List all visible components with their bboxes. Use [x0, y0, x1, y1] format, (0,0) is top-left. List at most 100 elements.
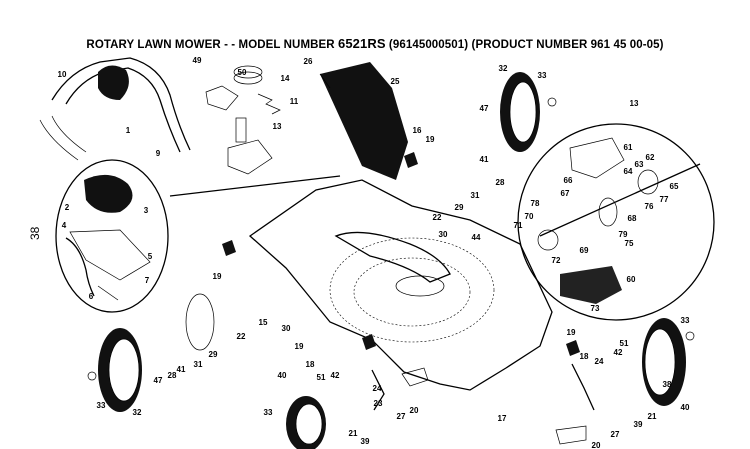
part-callout: 15 — [259, 318, 268, 327]
part-callout: 16 — [413, 126, 422, 135]
part-callout: 64 — [624, 167, 633, 176]
part-callout: 63 — [635, 160, 644, 169]
part-callout: 14 — [281, 74, 290, 83]
part-callout: 6 — [89, 292, 94, 301]
part-callout: 3 — [144, 206, 149, 215]
part-callout: 76 — [645, 202, 654, 211]
part-callout: 21 — [349, 429, 358, 438]
part-callout: 24 — [373, 384, 382, 393]
part-callout: 13 — [630, 99, 639, 108]
gearbox-detail-circle — [517, 123, 715, 321]
part-callout: 20 — [410, 406, 419, 415]
part-callout: 28 — [496, 178, 505, 187]
part-callout: 33 — [264, 408, 273, 417]
part-callout: 50 — [238, 68, 247, 77]
part-callout: 73 — [591, 304, 600, 313]
part-callout: 33 — [538, 71, 547, 80]
part-callout: 39 — [634, 420, 643, 429]
part-callout: 69 — [580, 246, 589, 255]
part-callout: 40 — [278, 371, 287, 380]
rear-wheel-bottom-right — [642, 318, 695, 406]
part-callout: 2 — [65, 203, 70, 212]
part-callout: 40 — [681, 403, 690, 412]
part-callout: 30 — [439, 230, 448, 239]
part-callout: 65 — [670, 182, 679, 191]
part-callout: 26 — [304, 57, 313, 66]
part-callout: 19 — [213, 272, 222, 281]
part-callout: 1 — [126, 126, 131, 135]
title-suffix: (96145000501) (PRODUCT NUMBER 961 45 00-… — [388, 39, 664, 51]
part-callout: 41 — [480, 155, 489, 164]
part-callout: 17 — [498, 414, 507, 423]
part-callout: 44 — [472, 233, 481, 242]
part-callout: 27 — [397, 412, 406, 421]
part-callout: 19 — [295, 342, 304, 351]
part-callout: 51 — [620, 339, 629, 348]
rear-chute — [319, 62, 408, 180]
part-callout: 47 — [480, 104, 489, 113]
part-callout: 68 — [628, 214, 637, 223]
part-callout: 9 — [156, 149, 161, 158]
part-callout: 19 — [567, 328, 576, 337]
part-callout: 39 — [361, 437, 370, 446]
title-model-number: 6521RS — [338, 36, 386, 51]
part-callout: 24 — [595, 357, 604, 366]
transmission-assembly — [169, 65, 341, 197]
part-callout: 47 — [154, 376, 163, 385]
part-callout: 79 — [619, 230, 628, 239]
part-callout: 38 — [663, 380, 672, 389]
title-prefix: ROTARY LAWN MOWER - - MODEL NUMBER — [86, 39, 335, 51]
part-callout: 66 — [564, 176, 573, 185]
part-callout: 18 — [580, 352, 589, 361]
part-callout: 60 — [627, 275, 636, 284]
height-adjusters — [222, 152, 595, 445]
part-callout: 22 — [433, 213, 442, 222]
part-callout: 11 — [290, 97, 299, 106]
part-callout: 42 — [331, 371, 340, 380]
part-callout: 42 — [614, 348, 623, 357]
part-callout: 33 — [681, 316, 690, 325]
part-callout: 71 — [514, 221, 523, 230]
upper-handle — [39, 57, 191, 161]
part-callout: 32 — [499, 64, 508, 73]
part-callout: 23 — [374, 399, 383, 408]
part-callout: 10 — [58, 70, 67, 79]
part-callout: 33 — [97, 401, 106, 410]
mower-deck — [248, 179, 553, 391]
part-callout: 28 — [168, 371, 177, 380]
part-callout: 20 — [592, 441, 601, 449]
part-callout: 22 — [237, 332, 246, 341]
part-callout: 19 — [426, 135, 435, 144]
part-callout: 70 — [525, 212, 534, 221]
part-callout: 31 — [471, 191, 480, 200]
front-wheel-middle — [286, 396, 326, 449]
bail-detail-circle — [55, 159, 169, 313]
part-callout: 7 — [145, 276, 150, 285]
rear-wheel-right — [500, 72, 557, 152]
part-callout: 18 — [306, 360, 315, 369]
part-callout: 75 — [625, 239, 634, 248]
part-callout: 5 — [148, 252, 153, 261]
part-callout: 31 — [194, 360, 203, 369]
diagram-title: ROTARY LAWN MOWER - - MODEL NUMBER 6521R… — [0, 36, 750, 51]
part-callout: 32 — [133, 408, 142, 417]
part-callout: 67 — [561, 189, 570, 198]
part-callout: 77 — [660, 195, 669, 204]
part-callout: 13 — [273, 122, 282, 131]
part-callout: 78 — [531, 199, 540, 208]
part-callout: 29 — [455, 203, 464, 212]
part-callout: 4 — [62, 221, 67, 230]
part-callout: 25 — [391, 77, 400, 86]
part-callout: 62 — [646, 153, 655, 162]
part-callout: 72 — [552, 256, 561, 265]
part-callout: 27 — [611, 430, 620, 439]
part-callout: 61 — [624, 143, 633, 152]
part-callout: 51 — [317, 373, 326, 382]
part-callout: 41 — [177, 365, 186, 374]
part-callout: 29 — [209, 350, 218, 359]
part-callout: 30 — [282, 324, 291, 333]
part-callout: 49 — [193, 56, 202, 65]
front-wheel-left — [87, 293, 215, 412]
